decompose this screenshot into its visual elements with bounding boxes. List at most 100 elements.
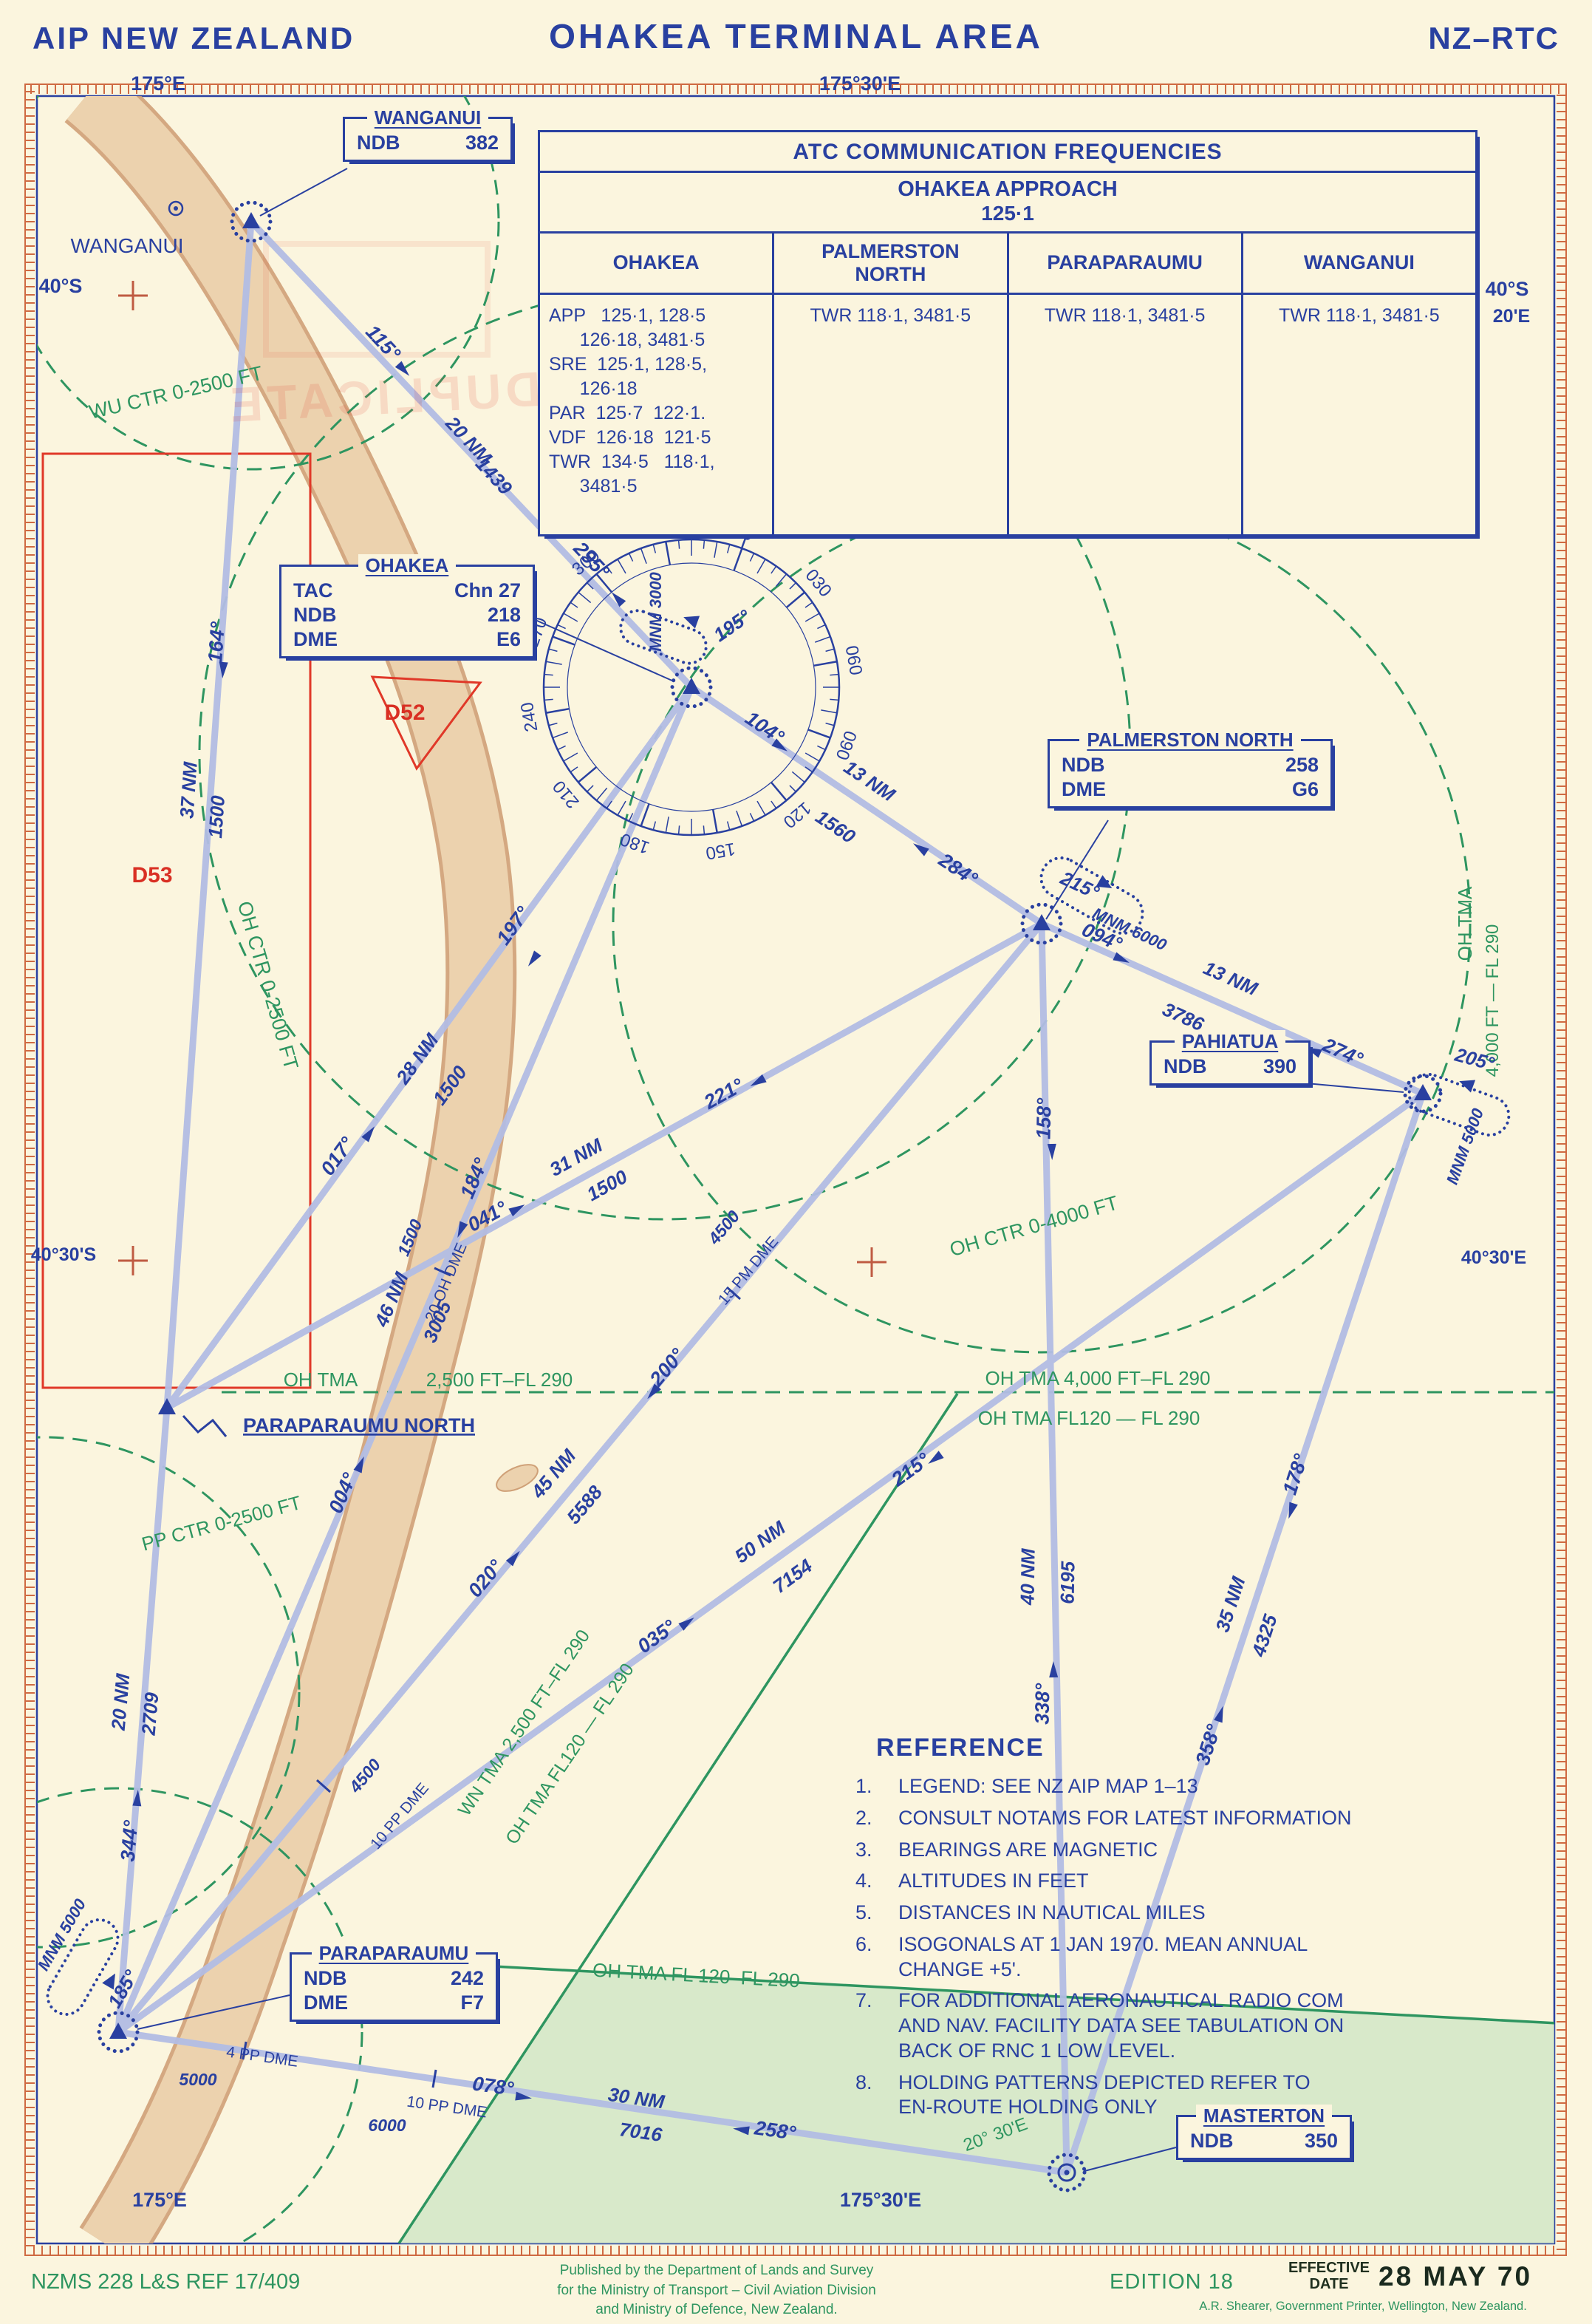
reference-item: 3.BEARINGS ARE MAGNETIC xyxy=(855,1838,1483,1863)
compass-rose-label: 150 xyxy=(704,839,737,864)
navaid-symbol-paraparaumu-north xyxy=(158,1398,176,1414)
route-arrow xyxy=(219,661,228,678)
distance-label: 50 NM xyxy=(731,1516,790,1567)
island xyxy=(496,1464,539,1492)
navaid-box-title: PAHIATUA xyxy=(1152,1030,1308,1053)
route-arrow xyxy=(750,1074,767,1086)
navaid-box-title: OHAKEA xyxy=(281,554,533,577)
airspace-label: 4,000 FT — FL 290 xyxy=(1483,924,1503,1077)
bearing-label: 178° xyxy=(1279,1451,1313,1498)
route-arrow xyxy=(771,738,788,752)
reference-item: 2.CONSULT NOTAMS FOR LATEST INFORMATION xyxy=(855,1806,1483,1831)
mnm-altitude-label: MNM 5000 xyxy=(1443,1105,1488,1187)
bearing-label: 164° xyxy=(204,621,229,664)
dme-fix-ticks xyxy=(242,1267,741,2088)
reference-item: 8.HOLDING PATTERNS DEPICTED REFER TO EN-… xyxy=(855,2071,1483,2121)
mnm-altitude-label: MNM 3000 xyxy=(646,571,665,651)
danger-area-label-d52: D52 xyxy=(384,701,425,725)
route-arrow xyxy=(1113,952,1130,963)
reference-title: REFERENCE xyxy=(876,1734,1045,1762)
reference-item-number: 1. xyxy=(855,1775,872,1797)
bearing-label: 158° xyxy=(1033,1097,1056,1139)
freq-column-2: PARAPARAUMU TWR 118·1, 3481·5 xyxy=(1008,234,1243,534)
reference-item-number: 4. xyxy=(855,1870,872,1892)
navaid-name: OHAKEA xyxy=(358,554,457,576)
bearing-label: 274° xyxy=(1319,1033,1366,1071)
route-arrow xyxy=(508,1204,525,1217)
navaid-data-type: DME xyxy=(304,1991,348,2014)
route-arrow xyxy=(132,1790,142,1807)
bearing-label: 035° xyxy=(633,1615,680,1657)
reference-items: 1. LEGEND: SEE NZ AIP MAP 1–13 2.CONSULT N… xyxy=(855,1774,1483,2120)
fix-altitude-label: 5000 xyxy=(179,2070,216,2089)
navaid-symbol-ohakea xyxy=(670,666,713,709)
route-arrow xyxy=(1214,1705,1223,1723)
freq-column-body: TWR 118·1, 3481·5 xyxy=(1044,305,1206,326)
dme-fix-label: 10 PP DME xyxy=(406,2093,488,2122)
route-arrow xyxy=(678,1617,694,1631)
reference-item-text: BEARINGS ARE MAGNETIC xyxy=(898,1838,1158,1861)
route-arrow xyxy=(361,1126,375,1142)
navaid-data-type: TAC xyxy=(293,579,333,602)
reference-item: 6.ISOGONALS AT 1 JAN 1970. MEAN ANNUAL C… xyxy=(855,1932,1483,1983)
printer-note: A.R. Shearer, Government Printer, Wellin… xyxy=(1199,2300,1527,2313)
navaid-data-value: 218 xyxy=(487,604,521,626)
route-arrow xyxy=(913,843,929,856)
compass-rose xyxy=(542,510,841,836)
publisher-note: Published by the Department of Lands and… xyxy=(557,2263,876,2318)
airspace-label: OH TMA xyxy=(1454,886,1476,961)
navaid-symbol-paraparaumu xyxy=(97,2011,140,2054)
navaid-data-value: G6 xyxy=(1291,778,1319,800)
reference-item-number: 7. xyxy=(855,1989,872,2012)
graticule-label: 175°E xyxy=(131,72,185,95)
navaid-data-value: 350 xyxy=(1304,2130,1338,2152)
altitude-label: 6195 xyxy=(1056,1561,1079,1604)
map-series-reference: NZMS 228 L&S REF 17/409 xyxy=(31,2270,301,2294)
reference-item: 7.FOR ADDITIONAL AERONAUTICAL RADIO COM … xyxy=(855,1989,1483,2063)
page-title-left: AIP NEW ZEALAND xyxy=(33,21,355,55)
navaid-box-title: WANGANUI xyxy=(345,106,510,129)
bearing-label: 104° xyxy=(741,706,788,748)
airspace-label: PP CTR 0-2500 FT xyxy=(140,1491,304,1555)
airspace-label: OH TMA 4,000 FT–FL 290 xyxy=(985,1367,1211,1389)
reference-block: REFERENCE 1. LEGEND: SEE NZ AIP MAP 1–13 2… xyxy=(855,1734,1483,2127)
navaid-data-value: 258 xyxy=(1285,754,1319,776)
bearing-label: 020° xyxy=(464,1555,508,1601)
place-label-paraparaumu-north: PARAPARAUMU NORTH xyxy=(243,1414,475,1437)
reference-item-text: LEGEND: SEE NZ AIP MAP 1–13 xyxy=(898,1775,1198,1797)
compass-rose-label: 240 xyxy=(517,701,542,733)
zigzag-leader xyxy=(182,1414,228,1437)
navaid-data-value: 382 xyxy=(465,132,499,154)
effective-date-value: 28 MAY 70 xyxy=(1379,2261,1533,2291)
navaid-data-value: 390 xyxy=(1263,1055,1297,1077)
bearing-label: 338° xyxy=(1031,1683,1054,1725)
approach-frequency: 125·1 xyxy=(981,202,1034,225)
airspace-label: OH CTR 0-4000 FT xyxy=(947,1191,1121,1261)
route-arrow xyxy=(1049,1661,1059,1678)
graticule-label: 175°E xyxy=(132,2189,187,2211)
navaid-data-type: NDB xyxy=(1190,2130,1234,2152)
navaid-symbols xyxy=(97,200,1443,2192)
graticule-label: 40°30'E xyxy=(1461,1247,1526,1268)
bearing-label: 078° xyxy=(471,2072,516,2100)
altitude-label: 1560 xyxy=(812,805,860,848)
navaid-box-masterton: MASTERTON NDB 350 xyxy=(1176,2105,1352,2160)
freq-column-header: PARAPARAUMU xyxy=(1008,234,1241,295)
navaid-box-title: MASTERTON xyxy=(1178,2105,1350,2127)
navaid-data-type: DME xyxy=(293,628,338,650)
distance-label: 37 NM xyxy=(175,760,201,819)
fix-altitude-label: 6000 xyxy=(368,2116,406,2135)
aerodrome-symbol-masterton xyxy=(1047,2153,1087,2192)
route-arrow xyxy=(394,361,410,376)
route-arrow xyxy=(1288,1502,1298,1519)
navaid-box-title: PARAPARAUMU xyxy=(292,1942,496,1965)
